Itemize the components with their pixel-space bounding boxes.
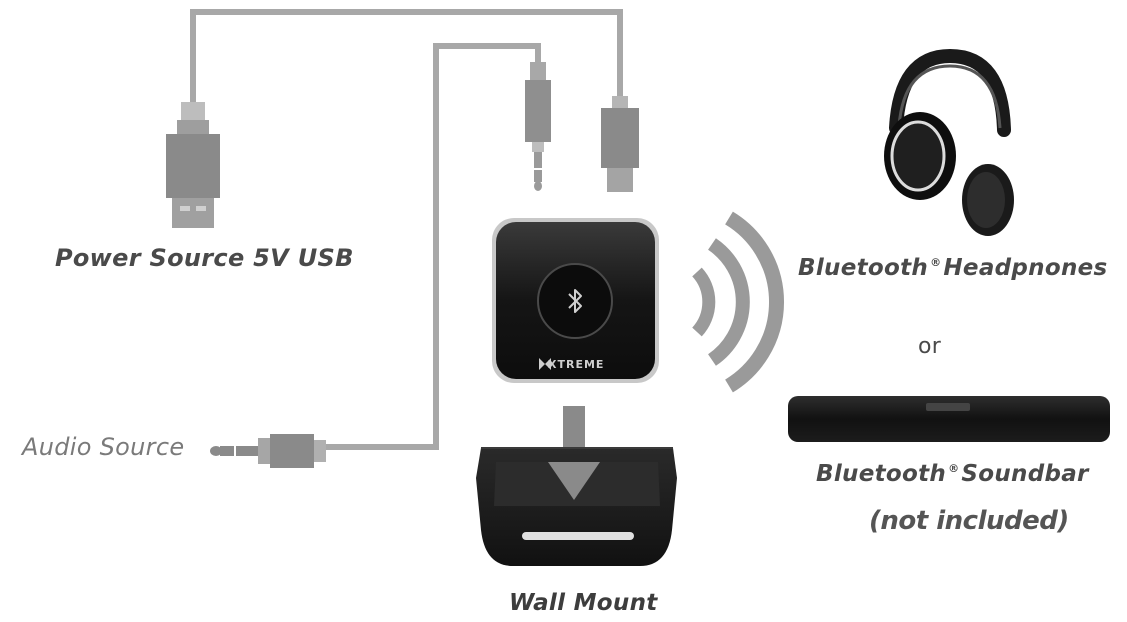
headphones-label-brand: Bluetooth: [798, 255, 929, 281]
soundbar-icon: [788, 396, 1110, 442]
usb-power-cable: [190, 9, 623, 110]
headphones-icon: [884, 48, 1014, 236]
down-arrow-overlay: [548, 462, 600, 500]
registered-mark: ®: [948, 462, 960, 476]
wireless-signal-icon: [692, 211, 784, 393]
headphones-label: Bluetooth®Headpnones: [798, 255, 1108, 281]
registered-mark: ®: [930, 256, 942, 270]
headphones-label-suffix: Headpnones: [943, 255, 1108, 281]
power-source-label: Power Source 5V USB: [55, 244, 354, 272]
soundbar-label-suffix: Soundbar: [961, 461, 1089, 487]
3.5mm-aux-plug-icon: [525, 62, 551, 191]
bluetooth-icon: [568, 289, 582, 313]
soundbar-label: Bluetooth®Soundbar: [816, 461, 1089, 487]
usb-a-plug-icon: [166, 102, 220, 228]
audio-source-label: Audio Source: [22, 433, 185, 461]
soundbar-label-brand: Bluetooth: [816, 461, 947, 487]
micro-usb-plug-icon: [601, 96, 639, 192]
wall-mount-label: Wall Mount: [509, 590, 658, 616]
not-included-note: (not included): [869, 506, 1069, 536]
device-brand-text: XTREME: [548, 358, 605, 371]
aux-cable: [320, 43, 541, 450]
brand-logo: [539, 358, 551, 370]
audio-source-plug-icon: [210, 434, 326, 468]
or-label: or: [918, 334, 942, 359]
